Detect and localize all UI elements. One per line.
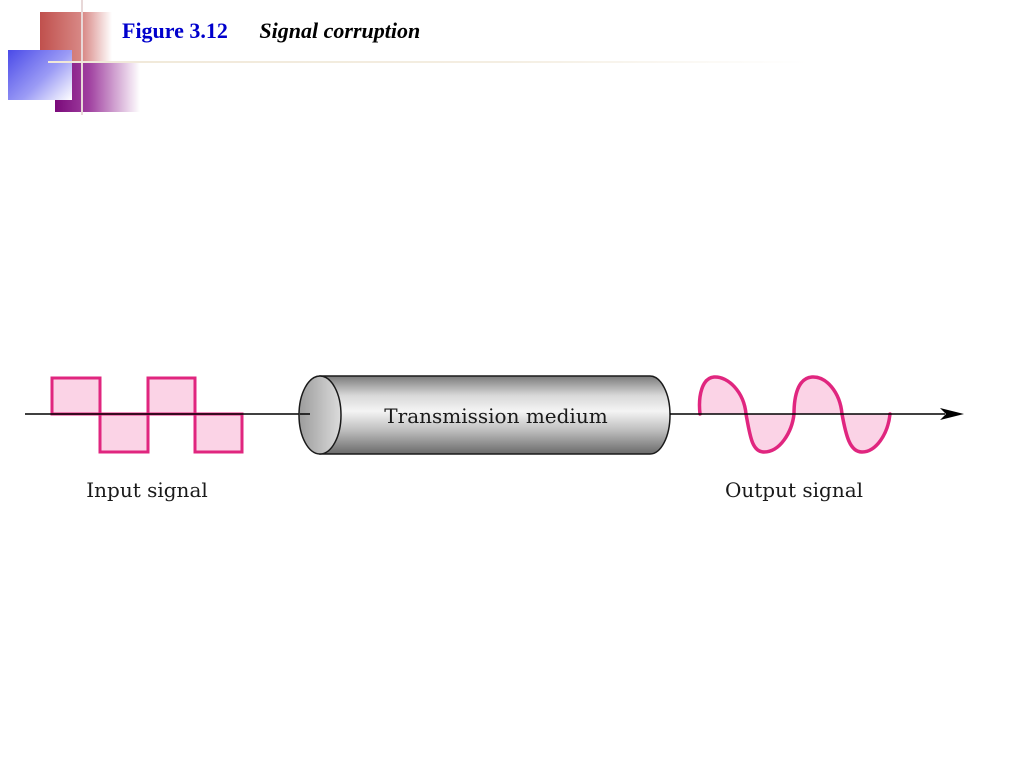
square-wave-pulse-low-2 xyxy=(193,412,244,454)
transmission-medium-label: Transmission medium xyxy=(384,404,607,428)
cylinder-body xyxy=(319,375,671,455)
figure-caption: Signal corruption xyxy=(259,18,421,43)
output-lobe-fill-4 xyxy=(842,414,890,452)
square-wave-pulse-high-1 xyxy=(50,376,102,416)
decor-vertical-line xyxy=(81,0,83,115)
output-distorted-wave xyxy=(697,375,892,454)
header-decoration xyxy=(0,0,160,120)
output-lobe-fill-1 xyxy=(699,376,746,414)
transmission-medium-cylinder: Transmission medium xyxy=(298,375,671,455)
square-wave-pulse-low-1 xyxy=(98,412,150,454)
square-wave-pulse-high-2 xyxy=(146,376,197,416)
header-rule xyxy=(0,0,820,120)
decor-horizontal-line xyxy=(48,61,808,63)
figure-number: Figure 3.12 xyxy=(122,18,228,43)
cylinder-end-cap xyxy=(298,375,342,455)
output-arrowhead-icon xyxy=(940,408,964,420)
output-signal-label: Output signal xyxy=(725,478,863,502)
input-signal-label: Input signal xyxy=(86,478,208,502)
input-square-wave xyxy=(50,376,244,454)
decor-blue-square xyxy=(8,50,72,100)
page-title: Figure 3.12 Signal corruption xyxy=(122,18,420,44)
